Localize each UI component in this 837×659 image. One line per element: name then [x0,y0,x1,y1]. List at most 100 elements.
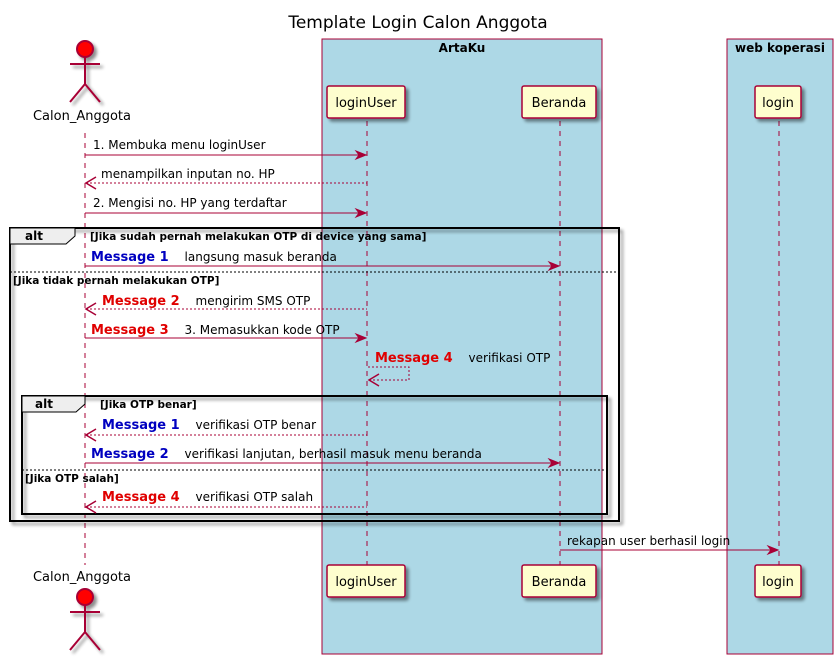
actor-top-figure [69,40,101,103]
participant-loginuser-bottom-label: loginUser [335,575,397,590]
box-artaku: ArtaKu [321,38,603,655]
message-9-text: verifikasi lanjutan, berhasil masuk menu… [185,447,482,461]
message-10-text: verifikasi OTP salah [196,490,314,504]
participant-loginuser-top-label: loginUser [335,96,397,111]
participant-beranda-top-label: Beranda [532,96,587,111]
message-1: 1. Membuka menu loginUser [85,138,368,161]
message-8-text: verifikasi OTP benar [196,418,317,432]
message-1-label: 1. Membuka menu loginUser [93,138,266,152]
actor-bottom-head [76,588,94,606]
message-7-label: Message 4 verifikasi OTP [375,351,550,366]
message-11-label: rekapan user berhasil login [567,534,730,548]
alt-fragment-outer: alt [Jika sudah pernah melakukan OTP di … [9,227,620,522]
message-2: menampilkan inputan no. HP [84,167,367,190]
message-5-arrowhead [84,302,97,316]
actor-top-head [76,40,94,58]
message-7-line [368,366,410,381]
message-4-text: langsung masuk beranda [185,250,337,264]
message-6-label: Message 3 3. Memasukkan kode OTP [91,323,340,338]
message-5-label: Message 2 mengirim SMS OTP [102,294,310,309]
participant-login-top-label: login [762,96,794,111]
alt-fragment-inner-else: [Jika OTP salah] [25,473,119,485]
message-4-label: Message 1 langsung masuk beranda [91,250,337,265]
participant-beranda-top-box [521,85,597,119]
message-3-label: 2. Mengisi no. HP yang terdaftar [93,196,287,210]
message-3: 2. Mengisi no. HP yang terdaftar [85,196,368,219]
message-8-arrowhead [84,428,97,442]
diagram-title: Template Login Calon Anggota [287,13,547,33]
message-7-arrowhead [367,373,380,387]
alt-fragment-inner-tab [21,395,86,413]
alt-fragment-outer-else: [Jika tidak pernah melakukan OTP] [13,275,219,287]
alt-fragment-inner: alt [Jika OTP benar] [Jika OTP salah] [21,395,608,515]
message-2-arrowhead [84,176,97,190]
box-artaku-area [321,38,603,655]
message-4: Message 1 langsung masuk beranda [85,250,561,272]
message-6: Message 3 3. Memasukkan kode OTP [85,323,368,344]
message-2-label: menampilkan inputan no. HP [101,167,275,181]
message-9-arrowhead [547,457,561,469]
actor-bottom-label: Calon_Anggota [33,570,131,585]
message-10-arrowhead [84,500,97,514]
participant-login-bottom-label: login [762,575,794,590]
message-7-prefix: Message 4 [375,351,453,366]
participant-loginuser-top: loginUser [326,85,406,119]
message-9: Message 2 verifikasi lanjutan, berhasil … [85,447,561,469]
actor-top: Calon_Anggota [33,40,131,124]
message-7-text: verifikasi OTP [469,351,551,365]
participant-beranda-bottom: Beranda [521,564,597,598]
participant-beranda-bottom-box [521,564,597,598]
message-11: rekapan user berhasil login [560,534,780,556]
alt-fragment-outer-frame [9,227,620,522]
message-5-prefix: Message 2 [102,294,180,309]
message-11-arrowhead [766,544,780,556]
box-web-koperasi-area [726,38,834,655]
message-6-arrowhead [354,332,368,344]
alt-fragment-inner-condition: [Jika OTP benar] [100,399,197,411]
message-4-prefix: Message 1 [91,250,169,265]
message-1-text: 1. Membuka menu loginUser [93,138,266,152]
alt-fragment-outer-condition: [Jika sudah pernah melakukan OTP di devi… [90,231,426,243]
box-web-koperasi-label: web koperasi [735,41,825,55]
message-8-label: Message 1 verifikasi OTP benar [102,418,316,433]
alt-fragment-inner-frame [21,395,608,515]
participant-loginuser-bottom-box [326,564,406,598]
participant-loginuser-top-box [326,85,406,119]
message-8: Message 1 verifikasi OTP benar [84,418,367,442]
participant-login-bottom-box [754,564,802,598]
message-11-text: rekapan user berhasil login [567,534,730,548]
box-web-koperasi: web koperasi [726,38,834,655]
participant-loginuser-bottom: loginUser [326,564,406,598]
participant-login-top: login [754,85,802,119]
messages: 1. Membuka menu loginUser menampilkan in… [84,138,780,556]
message-5-text: mengirim SMS OTP [196,294,311,308]
message-9-prefix: Message 2 [91,447,169,462]
message-2-text: menampilkan inputan no. HP [101,167,275,181]
message-3-arrowhead [354,207,368,219]
message-1-arrowhead [354,149,368,161]
lifelines [84,121,780,565]
box-artaku-label: ArtaKu [439,41,486,55]
message-10: Message 4 verifikasi OTP salah [84,490,367,514]
message-7: Message 4 verifikasi OTP [367,351,550,387]
alt-fragment-outer-tab [9,227,76,245]
message-8-prefix: Message 1 [102,418,180,433]
actor-top-label: Calon_Anggota [33,109,131,124]
participant-beranda-bottom-label: Beranda [532,575,587,590]
message-10-label: Message 4 verifikasi OTP salah [102,490,313,505]
participant-login-bottom: login [754,564,802,598]
participant-login-top-box [754,85,802,119]
message-6-prefix: Message 3 [91,323,169,338]
message-10-prefix: Message 4 [102,490,180,505]
message-3-text: 2. Mengisi no. HP yang terdaftar [93,196,287,210]
message-4-arrowhead [547,260,561,272]
participant-beranda-top: Beranda [521,85,597,119]
message-5: Message 2 mengirim SMS OTP [84,294,367,316]
message-9-label: Message 2 verifikasi lanjutan, berhasil … [91,447,482,462]
alt-fragment-outer-keyword: alt [25,229,43,243]
alt-fragment-inner-keyword: alt [35,397,53,411]
message-6-text: 3. Memasukkan kode OTP [185,323,340,337]
actor-bottom: Calon_Anggota [33,570,131,651]
actor-bottom-figure [69,588,101,651]
